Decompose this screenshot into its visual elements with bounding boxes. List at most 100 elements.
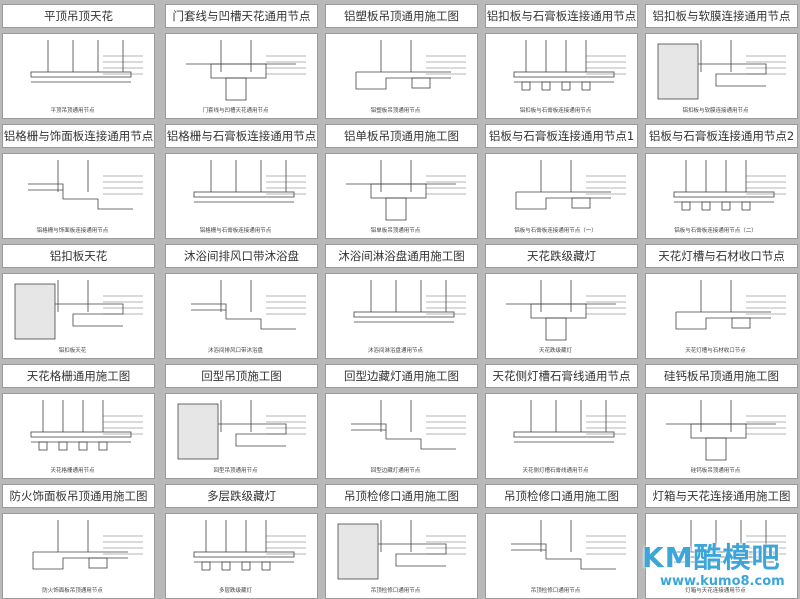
drawing-thumbnail[interactable]: 铝板与石膏板连接通用节点（一） <box>485 153 638 239</box>
drawing-thumbnail[interactable]: 吊顶检修口通用节点 <box>485 513 638 599</box>
drawing-card[interactable]: 平顶吊顶天花平顶吊顶通用节点 <box>2 4 155 119</box>
drawing-title: 防火饰面板吊顶通用施工图 <box>2 484 155 508</box>
drawing-caption: 回型边藏灯通用节点 <box>370 468 421 474</box>
drawing-card[interactable]: 铝单板吊顶通用施工图铝单板吊顶通用节点 <box>325 124 478 239</box>
drawing-card[interactable]: 吊顶检修口通用施工图吊顶检修口通用节点 <box>325 484 478 599</box>
drawing-caption: 天花跌级藏灯 <box>538 348 572 354</box>
drawing-title: 门套线与凹槽天花通用节点 <box>165 4 318 28</box>
drawing-card[interactable]: 多层跌级藏灯多层跌级藏灯 <box>165 484 318 599</box>
drawing-caption: 沐浴间淋浴盘通用节点 <box>367 348 423 354</box>
drawing-caption: 吊顶检修口通用节点 <box>530 588 581 594</box>
drawing-caption: 铝板与石膏板连接通用节点（一） <box>514 228 597 234</box>
detail-drawing <box>513 40 626 91</box>
drawing-thumbnail[interactable]: 铝塑板吊顶通用节点 <box>325 33 478 119</box>
drawing-title: 铝板与石膏板连接通用节点2 <box>645 124 798 148</box>
drawing-thumbnail[interactable]: 铝格栅与石膏板连接通用节点 <box>165 153 318 239</box>
drawing-thumbnail[interactable]: 多层跌级藏灯 <box>165 513 318 599</box>
drawing-card[interactable]: 吊顶检修口通用施工图吊顶检修口通用节点 <box>485 484 638 599</box>
drawing-thumbnail[interactable]: 平顶吊顶通用节点 <box>2 33 155 119</box>
detail-drawing <box>177 400 306 460</box>
drawing-caption: 天花侧灯槽石膏线通用节点 <box>522 468 589 474</box>
drawing-card[interactable]: 天花跌级藏灯天花跌级藏灯 <box>485 244 638 359</box>
drawing-thumbnail[interactable]: 回型吊顶通用节点 <box>165 393 318 479</box>
watermark: KM酷模吧 www.kumo8.com <box>630 532 800 598</box>
drawing-thumbnail[interactable]: 铝扣板与石膏板连接通用节点 <box>485 33 638 119</box>
detail-drawing <box>14 280 143 340</box>
drawing-thumbnail[interactable]: 硅钙板吊顶通用节点 <box>645 393 798 479</box>
drawing-card[interactable]: 铝格栅与饰面板连接通用节点铝格栅与饰面板连接通用节点 <box>2 124 155 239</box>
drawing-title: 铝扣板与石膏板连接通用节点 <box>485 4 638 28</box>
detail-drawing <box>673 160 786 211</box>
drawing-thumbnail[interactable]: 吊顶检修口通用节点 <box>325 513 478 599</box>
drawing-card[interactable]: 铝板与石膏板连接通用节点1 铝板与石膏板连接通用节点（一） <box>485 124 638 239</box>
detail-drawing <box>506 280 626 341</box>
drawing-title: 铝格栅与石膏板连接通用节点 <box>165 124 318 148</box>
detail-drawing <box>186 40 306 101</box>
drawing-title: 硅钙板吊顶通用施工图 <box>645 364 798 388</box>
drawing-thumbnail[interactable]: 铝扣板与软膜连接通用节点 <box>645 33 798 119</box>
drawing-title: 铝格栅与饰面板连接通用节点 <box>2 124 155 148</box>
drawing-caption: 门套线与凹槽天花通用节点 <box>202 108 269 114</box>
drawing-card[interactable]: 回型边藏灯通用施工图回型边藏灯通用节点 <box>325 364 478 479</box>
drawing-thumbnail[interactable]: 天花跌级藏灯 <box>485 273 638 359</box>
drawing-caption: 铝板与石膏板连接通用节点（二） <box>674 228 757 234</box>
drawing-card[interactable]: 天花灯槽与石材收口节点天花灯槽与石材收口节点 <box>645 244 798 359</box>
drawing-caption: 铝单板吊顶通用节点 <box>370 228 421 234</box>
drawing-thumbnail[interactable]: 沐浴间淋浴盘通用节点 <box>325 273 478 359</box>
drawing-card[interactable]: 门套线与凹槽天花通用节点门套线与凹槽天花通用节点 <box>165 4 318 119</box>
detail-drawing <box>30 40 143 83</box>
detail-drawing <box>28 160 143 210</box>
drawing-card[interactable]: 铝扣板与软膜连接通用节点铝扣板与软膜连接通用节点 <box>645 4 798 119</box>
drawing-thumbnail[interactable]: 防火饰面板吊顶通用节点 <box>2 513 155 599</box>
drawing-title: 沐浴间排风口带沐浴盘 <box>165 244 318 268</box>
drawing-caption: 天花灯槽与石材收口节点 <box>685 348 746 354</box>
drawing-card[interactable]: 铝扣板天花铝扣板天花 <box>2 244 155 359</box>
drawing-caption: 多层跌级藏灯 <box>218 588 252 594</box>
drawing-title: 铝板与石膏板连接通用节点1 <box>485 124 638 148</box>
drawing-title: 天花跌级藏灯 <box>485 244 638 268</box>
detail-drawing <box>193 520 306 571</box>
drawing-thumbnail[interactable]: 天花灯槽与石材收口节点 <box>645 273 798 359</box>
detail-drawing <box>193 160 306 203</box>
drawing-thumbnail[interactable]: 天花侧灯槽石膏线通用节点 <box>485 393 638 479</box>
drawing-thumbnail[interactable]: 铝扣板天花 <box>2 273 155 359</box>
drawing-thumbnail[interactable]: 回型边藏灯通用节点 <box>325 393 478 479</box>
drawing-title: 多层跌级藏灯 <box>165 484 318 508</box>
drawing-card[interactable]: 回型吊顶施工图回型吊顶通用节点 <box>165 364 318 479</box>
drawing-caption: 平顶吊顶通用节点 <box>50 108 95 114</box>
watermark-logo: KM酷模吧 <box>642 541 781 574</box>
drawing-thumbnail[interactable]: 铝格栅与饰面板连接通用节点 <box>2 153 155 239</box>
drawing-thumbnail[interactable]: 天花格栅通用节点 <box>2 393 155 479</box>
detail-drawing <box>355 40 466 90</box>
drawing-thumbnail[interactable]: 沐浴间排风口带沐浴盘 <box>165 273 318 359</box>
drawing-card[interactable]: 沐浴间排风口带沐浴盘沐浴间排风口带沐浴盘 <box>165 244 318 359</box>
drawing-card[interactable]: 沐浴间淋浴盘通用施工图沐浴间淋浴盘通用节点 <box>325 244 478 359</box>
drawing-card[interactable]: 铝板与石膏板连接通用节点2 铝板与石膏板连接通用节点（二） <box>645 124 798 239</box>
drawing-title: 回型边藏灯通用施工图 <box>325 364 478 388</box>
drawing-card[interactable]: 防火饰面板吊顶通用施工图防火饰面板吊顶通用节点 <box>2 484 155 599</box>
drawing-caption: 铝格栅与饰面板连接通用节点 <box>36 228 109 234</box>
detail-drawing <box>511 520 626 570</box>
drawing-thumbnail[interactable]: 门套线与凹槽天花通用节点 <box>165 33 318 119</box>
detail-drawing <box>346 160 466 221</box>
drawing-caption: 天花格栅通用节点 <box>50 468 95 474</box>
drawing-caption: 回型吊顶通用节点 <box>213 468 258 474</box>
drawing-card[interactable]: 天花侧灯槽石膏线通用节点天花侧灯槽石膏线通用节点 <box>485 364 638 479</box>
drawing-card[interactable]: 硅钙板吊顶通用施工图硅钙板吊顶通用节点 <box>645 364 798 479</box>
drawing-card[interactable]: 铝扣板与石膏板连接通用节点铝扣板与石膏板连接通用节点 <box>485 4 638 119</box>
drawing-title: 吊顶检修口通用施工图 <box>325 484 478 508</box>
drawing-caption: 硅钙板吊顶通用节点 <box>690 468 741 474</box>
drawing-caption: 防火饰面板吊顶通用节点 <box>42 588 103 594</box>
drawing-card[interactable]: 铝塑板吊顶通用施工图铝塑板吊顶通用节点 <box>325 4 478 119</box>
drawing-thumbnail[interactable]: 铝板与石膏板连接通用节点（二） <box>645 153 798 239</box>
drawing-card[interactable]: 天花格栅通用施工图天花格栅通用节点 <box>2 364 155 479</box>
detail-drawing <box>675 280 786 330</box>
drawing-title: 铝单板吊顶通用施工图 <box>325 124 478 148</box>
drawing-thumbnail[interactable]: 铝单板吊顶通用节点 <box>325 153 478 239</box>
drawing-card[interactable]: 铝格栅与石膏板连接通用节点铝格栅与石膏板连接通用节点 <box>165 124 318 239</box>
watermark-url: www.kumo8.com <box>660 574 785 589</box>
drawing-caption: 吊顶检修口通用节点 <box>370 588 421 594</box>
drawing-caption: 铝扣板与石膏板连接通用节点 <box>519 108 592 114</box>
drawing-title: 铝扣板天花 <box>2 244 155 268</box>
drawing-caption: 铝塑板吊顶通用节点 <box>370 108 421 114</box>
